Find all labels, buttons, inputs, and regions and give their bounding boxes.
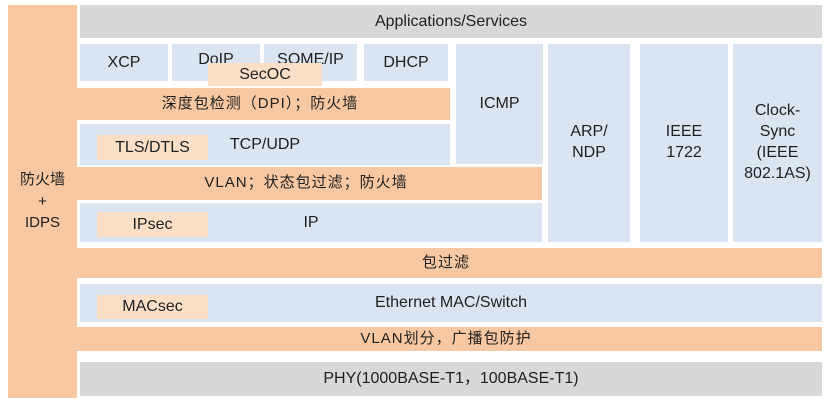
tcp-udp-label: TCP/UDP (229, 135, 301, 153)
ip-label: IP (303, 213, 319, 231)
arp-ndp-column: ARP/ NDP (548, 44, 630, 242)
ipsec-label: IPsec (132, 215, 173, 233)
ethernet-mac-label: Ethernet MAC/Switch (374, 294, 528, 311)
clock-sync-label: Clock- Sync (IEEE 802.1AS) (744, 102, 811, 182)
secoc-label: SecOC (239, 65, 291, 83)
secoc-overlay-box: SecOC (208, 63, 322, 86)
ethernet-mac-row: MACsec Ethernet MAC/Switch (80, 284, 822, 322)
xcp-box: XCP (80, 44, 168, 81)
macsec-label: MACsec (122, 298, 183, 315)
xcp-label: XCP (107, 53, 141, 71)
tcp-udp-row: TLS/DTLS TCP/UDP (80, 124, 450, 165)
vlan-partition-label: VLAN划分，广播包防护 (360, 329, 532, 347)
macsec-box: MACsec (97, 295, 208, 319)
vlan-partition-bar: VLAN划分，广播包防护 (70, 327, 822, 351)
applications-services-label: Applications/Services (374, 12, 528, 30)
applications-services-bar: Applications/Services (80, 5, 822, 38)
icmp-label: ICMP (479, 94, 520, 112)
ieee1722-label: IEEE 1722 (665, 123, 703, 161)
vlan-stateful-firewall-bar: VLAN；状态包过滤；防火墙 (70, 167, 542, 200)
vlan-stateful-firewall-label: VLAN；状态包过滤；防火墙 (204, 174, 408, 192)
dpi-firewall-label: 深度包检测（DPI）；防火墙 (161, 94, 359, 112)
tls-dtls-label: TLS/DTLS (115, 138, 190, 156)
dpi-firewall-bar: 深度包检测（DPI）；防火墙 (70, 88, 450, 120)
dhcp-label: DHCP (383, 53, 429, 71)
icmp-column: ICMP (456, 44, 543, 164)
firewall-idps-sidebar: 防火墙 + IDPS (8, 5, 77, 398)
clock-sync-column: Clock- Sync (IEEE 802.1AS) (733, 44, 822, 242)
ip-row: IPsec IP (80, 203, 542, 242)
dhcp-box: DHCP (364, 44, 448, 81)
phy-label: PHY(1000BASE-T1，100BASE-T1) (323, 370, 579, 387)
arp-ndp-label: ARP/ NDP (570, 123, 608, 161)
packet-filter-label: 包过滤 (421, 253, 470, 271)
packet-filter-bar: 包过滤 (70, 248, 822, 278)
phy-bar: PHY(1000BASE-T1，100BASE-T1) (80, 362, 822, 396)
ieee1722-column: IEEE 1722 (640, 44, 728, 242)
tls-dtls-box: TLS/DTLS (97, 135, 208, 160)
ipsec-box: IPsec (97, 212, 208, 237)
firewall-idps-label: 防火墙 + IDPS (19, 170, 65, 232)
